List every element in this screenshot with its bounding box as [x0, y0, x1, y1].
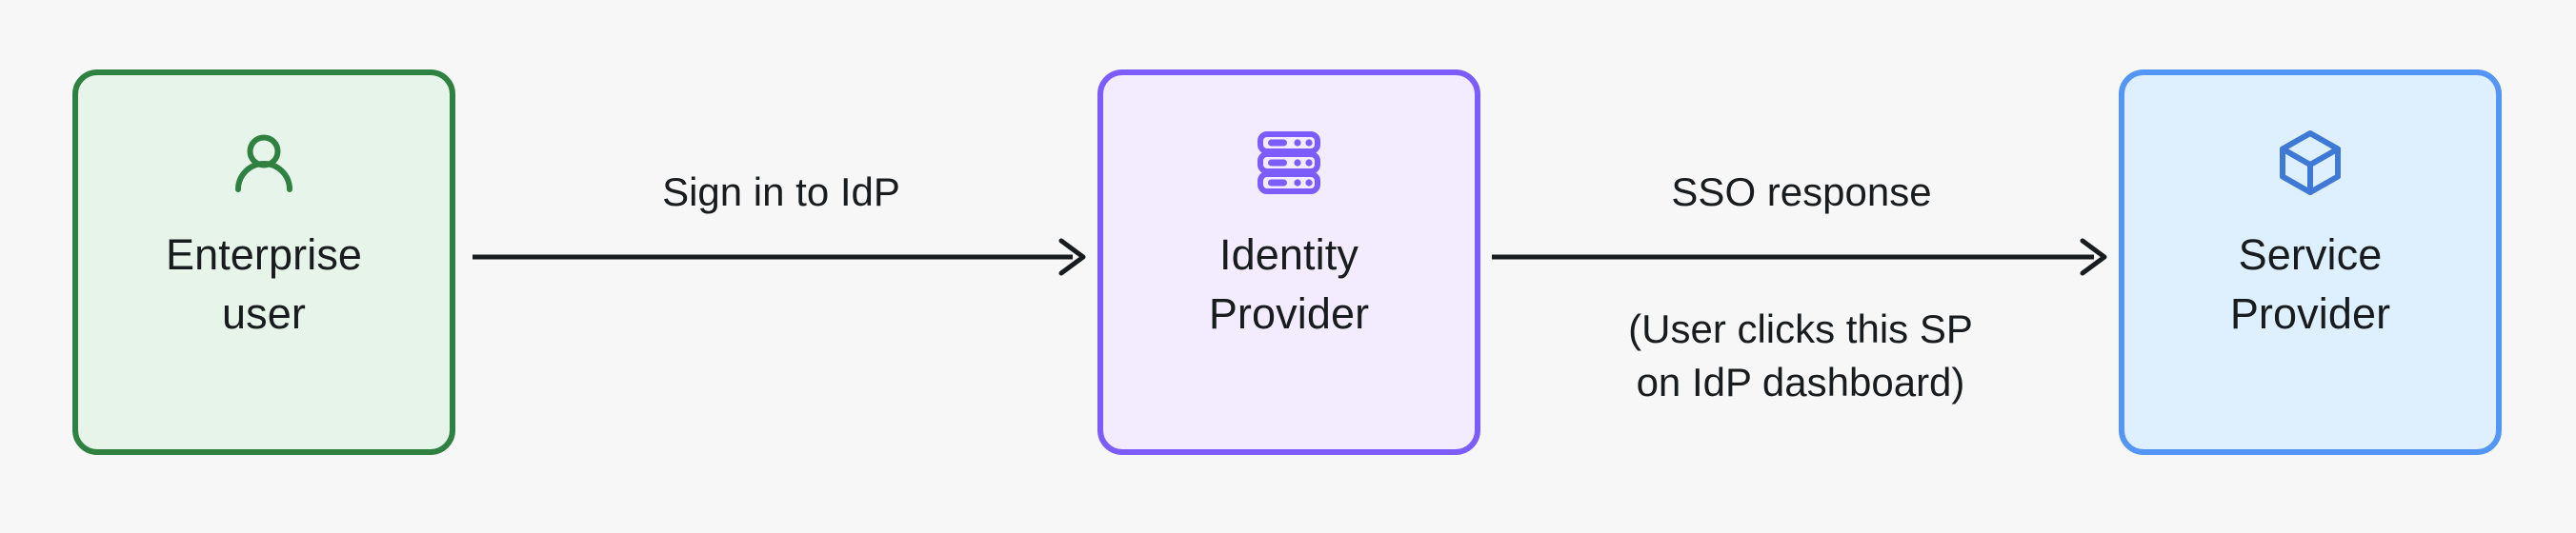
node-label-enterprise-user: Enterprise user [165, 230, 363, 338]
edge-label-sign-in-to-idp: Sign in to IdP [662, 169, 900, 214]
edge-note-user-clicks-sp: (User clicks this SP on IdP dashboard) [1628, 306, 1973, 405]
edge-user-to-idp [473, 238, 1086, 276]
node-enterprise-user[interactable]: Enterprise user [72, 69, 455, 455]
node-label-service-provider: Service Provider [2229, 230, 2391, 338]
cube-icon [2276, 128, 2345, 197]
edge-idp-to-sp [1492, 238, 2107, 276]
edge-label-sso-response: SSO response [1671, 169, 1932, 214]
node-label-identity-provider: Identity Provider [1208, 230, 1370, 338]
node-service-provider[interactable]: Service Provider [2119, 69, 2502, 455]
node-identity-provider[interactable]: Identity Provider [1097, 69, 1480, 455]
server-icon [1255, 128, 1323, 197]
person-icon [230, 128, 298, 197]
